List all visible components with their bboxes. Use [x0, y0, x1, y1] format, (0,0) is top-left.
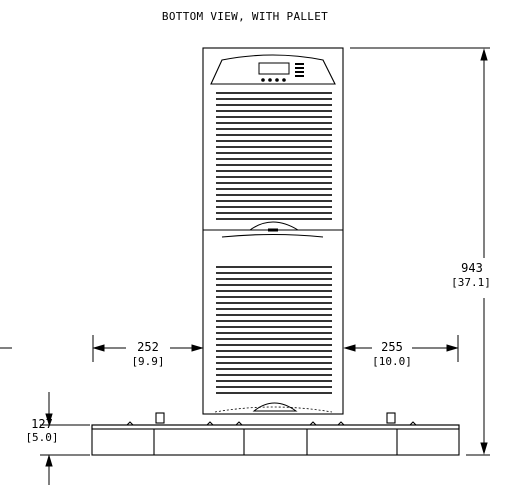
drawing-title: BOTTOM VIEW, WITH PALLET [161, 10, 329, 23]
shipping-pallet [91, 412, 460, 456]
height-in-label: [37.1] [451, 276, 491, 289]
dimension-height [350, 47, 490, 456]
left-clearance-mm-label: 252 [137, 340, 159, 354]
right-clearance-mm-label: 255 [381, 340, 403, 354]
pallet-height-mm-label: 127 [31, 417, 53, 431]
ups-cabinet [202, 47, 344, 415]
left-clearance-in-label: [9.9] [131, 355, 165, 368]
upper-handle [248, 221, 300, 231]
upper-vent-louvers [216, 88, 332, 220]
lower-vent-louvers [216, 262, 332, 396]
dimension-pallet-height [40, 392, 90, 485]
dimension-right-clearance [343, 335, 459, 362]
control-panel-display [258, 62, 304, 82]
right-clearance-in-label: [10.0] [372, 355, 412, 368]
pallet-height-in-label: [5.0] [25, 431, 59, 444]
height-mm-label: 943 [461, 261, 483, 275]
dimension-left-clearance [0, 335, 204, 362]
